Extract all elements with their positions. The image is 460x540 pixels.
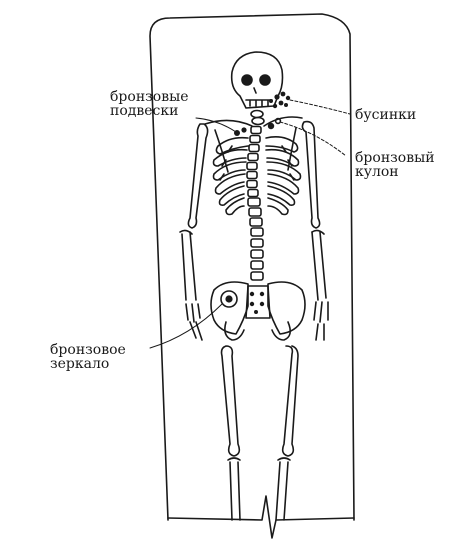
spine — [247, 127, 263, 281]
vertebra — [251, 228, 263, 236]
leader-beads — [290, 100, 350, 114]
label-bronze-mirror-line1: бронзовое — [50, 343, 126, 357]
vertebra — [250, 136, 260, 143]
vertebra — [251, 272, 263, 280]
label-bronze-mirror: бронзовое зеркало — [50, 343, 126, 371]
label-bronze-pendant-line1: бронзовый — [355, 151, 435, 165]
vertebra — [250, 218, 262, 226]
vertebra — [251, 239, 263, 247]
forearms — [180, 230, 326, 300]
label-bronze-mirror-line2: зеркало — [50, 357, 126, 371]
vertebra — [251, 261, 263, 269]
vertebra — [249, 208, 261, 216]
skull — [232, 52, 283, 108]
vertebra — [251, 127, 261, 134]
right-ribs — [266, 137, 301, 215]
left-ribs — [214, 138, 249, 215]
femurs — [222, 346, 299, 456]
neck-vertebrae — [251, 111, 264, 125]
label-bronze-pendants-line2: подвески — [110, 104, 189, 118]
label-bronze-pendants-line1: бронзовые — [110, 90, 189, 104]
vertebra — [248, 198, 260, 206]
label-bronze-pendant-line2: кулон — [355, 165, 435, 179]
vertebra — [247, 172, 257, 179]
pelvis — [211, 282, 305, 340]
label-bronze-pendants: бронзовые подвески — [110, 90, 189, 118]
vertebra — [248, 190, 258, 197]
label-bronze-pendant: бронзовый кулон — [355, 151, 435, 179]
vertebra — [247, 163, 257, 170]
label-beads-text: бусинки — [355, 108, 416, 122]
hands — [186, 302, 328, 340]
vertebra — [248, 154, 258, 161]
vertebra — [251, 250, 263, 258]
lower-legs — [228, 458, 290, 520]
label-beads: бусинки — [355, 108, 416, 122]
bronze-mirror — [221, 291, 237, 307]
vertebra — [249, 145, 259, 152]
vertebra — [247, 181, 257, 188]
